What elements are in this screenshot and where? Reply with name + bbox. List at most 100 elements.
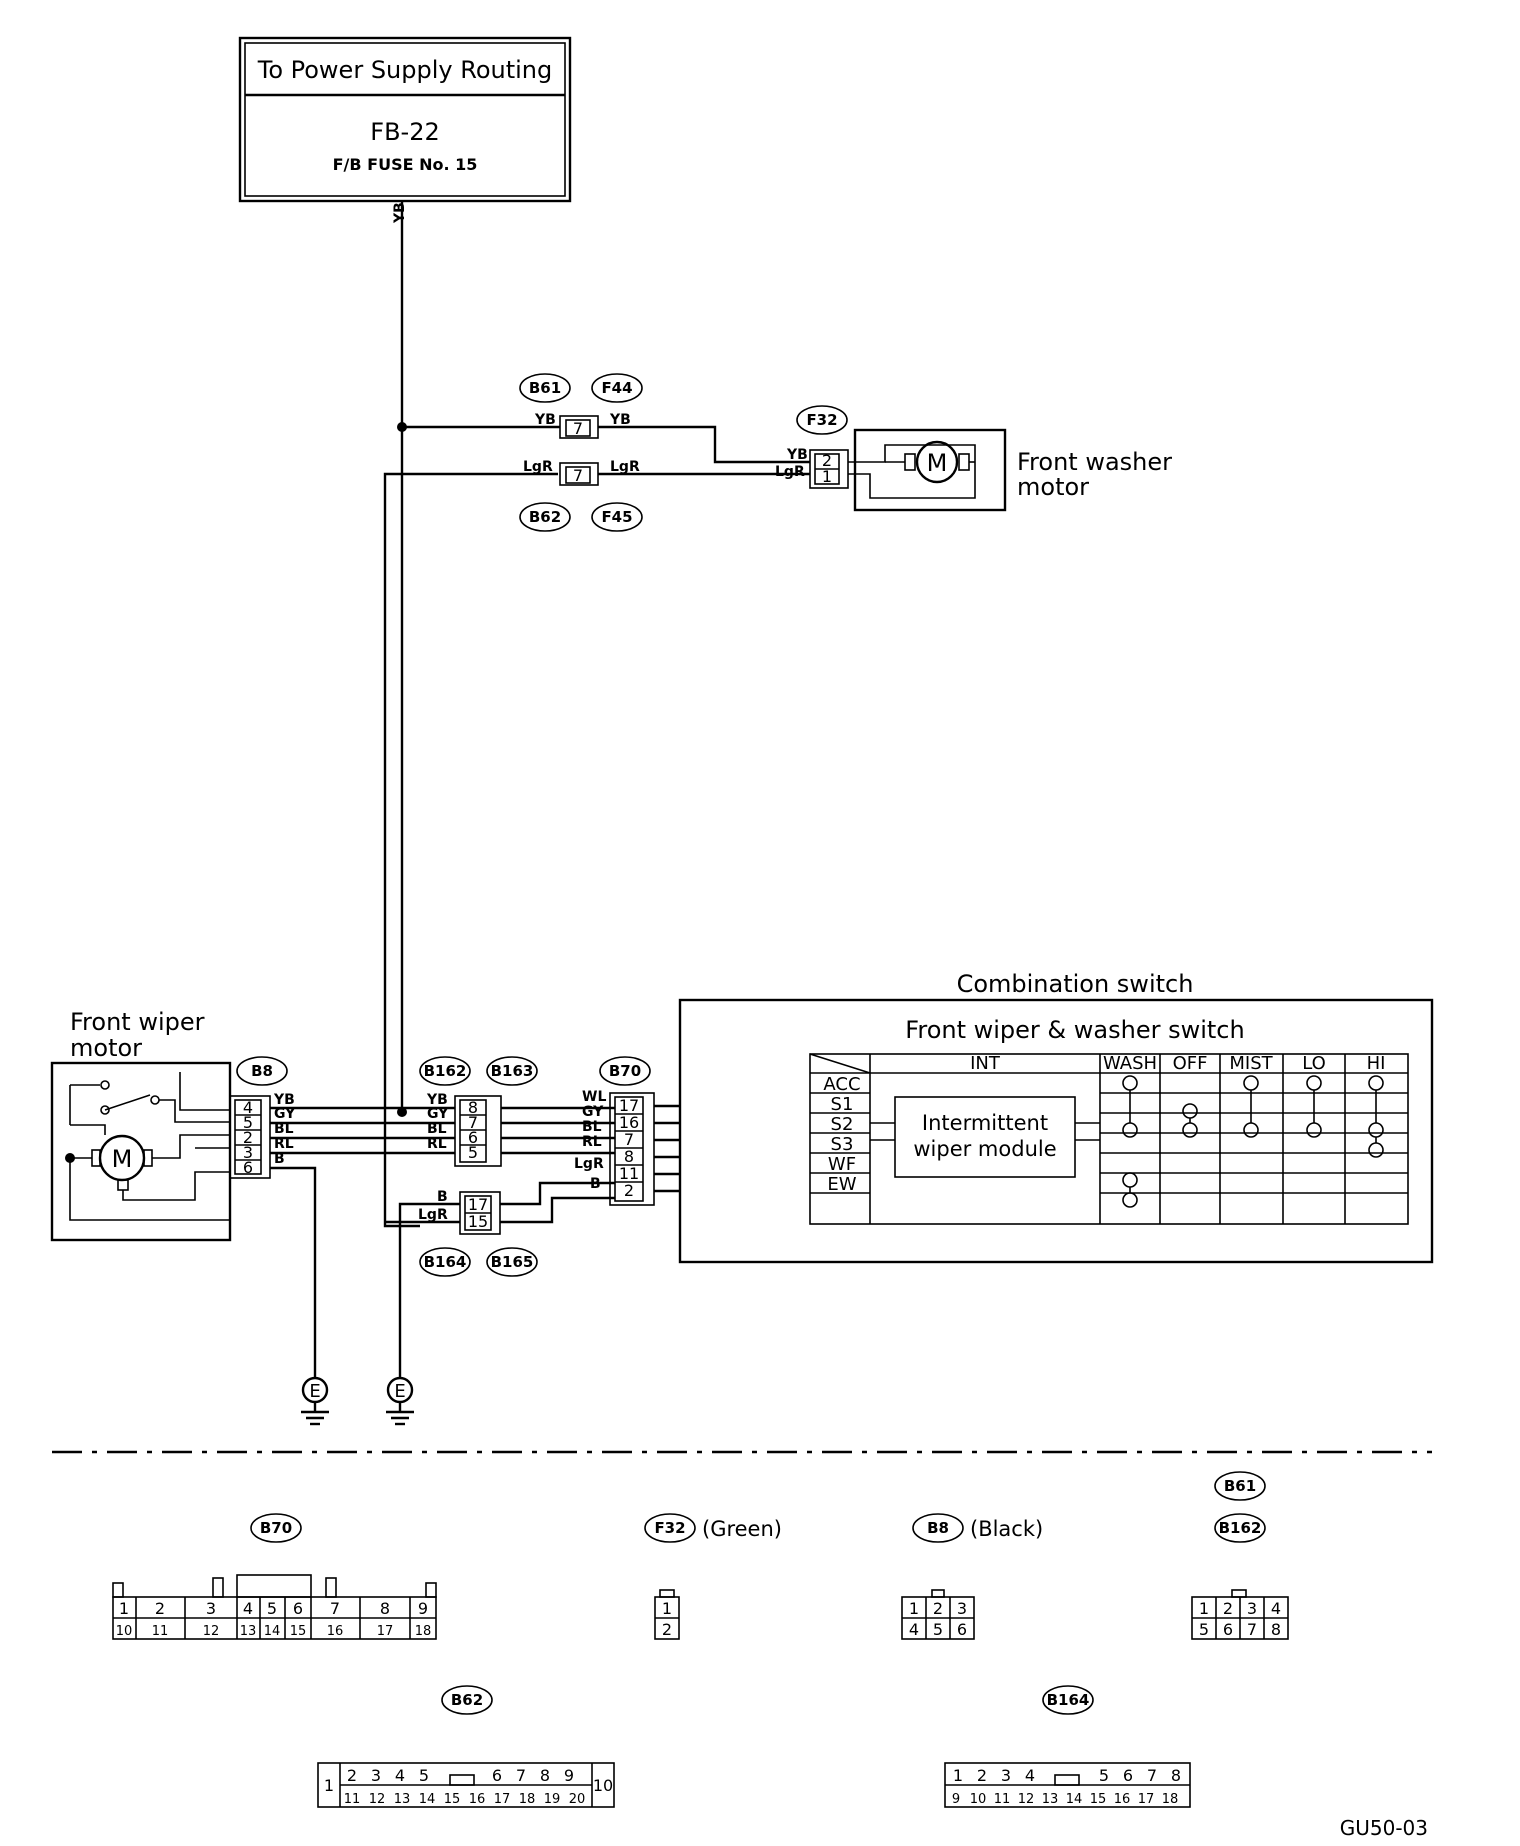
junction-b164-b165: 17 15 B LgR B164 B165 [418, 1189, 538, 1277]
module-label-2: wiper module [913, 1137, 1056, 1161]
connector-id-b8: B8 [927, 1519, 949, 1537]
motor-m-icon: M [112, 1145, 133, 1173]
b164-face-pin: 14 [1066, 1792, 1083, 1807]
ground-label: E [309, 1381, 320, 1402]
wire-label-lgr: LgR [775, 464, 805, 480]
b62-face-pin: 16 [469, 1792, 486, 1807]
switch-row-label: WF [828, 1154, 856, 1175]
b8-face-pin: 4 [909, 1620, 919, 1639]
b70-face-pin: 17 [377, 1624, 394, 1639]
b164-face-pin: 2 [977, 1766, 987, 1785]
wire-label-yb: YB [534, 412, 556, 428]
b62-face-pin: 8 [540, 1766, 550, 1785]
connector-id-b163: B163 [491, 1062, 534, 1080]
f32-face-pin: 2 [662, 1620, 672, 1639]
b162-pin: 7 [468, 1113, 478, 1132]
b70-pin: 16 [619, 1113, 639, 1132]
connector-id-b162: B162 [1219, 1519, 1262, 1537]
b62-face-pin: 2 [347, 1766, 357, 1785]
b162-face-pin: 3 [1247, 1599, 1257, 1618]
wire-label-yb: YB [273, 1092, 295, 1108]
wire-label-lgr: LgR [523, 459, 553, 475]
b8-pin: 2 [243, 1128, 253, 1147]
wire-label-b: B [590, 1176, 601, 1192]
figure-code: GU50-03 [1340, 1816, 1428, 1840]
b162-face-pin: 1 [1199, 1599, 1209, 1618]
switch-row-label: ACC [823, 1074, 860, 1095]
b62-face-pin: 12 [369, 1792, 386, 1807]
wire-label-gy: GY [274, 1106, 296, 1122]
f32-face-pin: 1 [662, 1599, 672, 1618]
wire-label-wl: WL [582, 1089, 606, 1105]
connector-id-b165: B165 [491, 1253, 534, 1271]
front-washer-motor: F32 2 1 YB LgR M Front washer motor [775, 405, 1172, 512]
connector-id-b8: B8 [251, 1062, 273, 1080]
b62-face-pin: 9 [564, 1766, 574, 1785]
b70-pin: 7 [624, 1130, 634, 1149]
wire-label-gy: GY [582, 1104, 604, 1120]
ground-label: E [394, 1381, 405, 1402]
connector-face-b164: B164 1 2 3 4 5 6 7 8 9 10 11 12 13 14 15… [944, 1685, 1191, 1808]
wiper-washer-switch-title: Front wiper & washer switch [905, 1016, 1244, 1044]
b164-face-pin: 12 [1018, 1792, 1035, 1807]
switch-contacts [1122, 1075, 1384, 1208]
b162-face-pin: 4 [1271, 1599, 1281, 1618]
b164-face-pin: 1 [953, 1766, 963, 1785]
b164-face-pin: 15 [1090, 1792, 1107, 1807]
b70-pin: 8 [624, 1147, 634, 1166]
wire-label-bl: BL [582, 1119, 602, 1135]
power-box-fuse: F/B FUSE No. 15 [333, 155, 478, 174]
connector-face-b62: B62 1 10 2 3 4 5 6 7 8 9 11 12 13 14 15 … [317, 1685, 615, 1808]
b62-face-pin: 13 [394, 1792, 411, 1807]
switch-col-header: HI [1367, 1053, 1386, 1074]
b62-face-pin: 18 [519, 1792, 536, 1807]
wire-label-bl: BL [274, 1121, 294, 1137]
junction-b62-f45: 7 LgR LgR B62 F45 [519, 459, 643, 532]
b70-face-pin: 14 [264, 1624, 281, 1639]
b62-face-pin: 5 [419, 1766, 429, 1785]
wire-label-yb-top: YB [392, 202, 408, 224]
ground-symbol: E [386, 1370, 414, 1426]
wire-label-yb: YB [786, 447, 808, 463]
connector-face-b61-b162: B61 B162 1 2 3 4 5 6 7 8 [1191, 1471, 1289, 1640]
b164-pin: 15 [468, 1212, 488, 1231]
b164-face-pin: 8 [1171, 1766, 1181, 1785]
wire-label-lgr: LgR [610, 459, 640, 475]
connector-face-b8: B8 (Black) 1 2 3 4 5 6 [901, 1513, 1043, 1640]
b164-face-pin: 9 [952, 1792, 960, 1807]
junction-b61-f44: B61 F44 7 YB YB [519, 373, 643, 439]
connector-face-f32: F32 (Green) 1 2 [644, 1513, 782, 1640]
switch-row-label: EW [827, 1174, 856, 1195]
b162-face-pin: 5 [1199, 1620, 1209, 1639]
switch-col-header: LO [1302, 1053, 1326, 1074]
b164-face-pin: 18 [1162, 1792, 1179, 1807]
b8-face-pin: 3 [957, 1599, 967, 1618]
b8-pin: 4 [243, 1098, 253, 1117]
b70-pin: 2 [624, 1181, 634, 1200]
pin-b61: 7 [573, 419, 583, 438]
power-supply-box: To Power Supply Routing FB-22 F/B FUSE N… [238, 36, 572, 203]
wire-label-rl: RL [582, 1134, 602, 1150]
b8-pin: 6 [243, 1158, 253, 1177]
washer-pin-1: 1 [822, 467, 832, 486]
b70-face-pin: 5 [267, 1599, 277, 1618]
switch-col-header: WASH [1103, 1053, 1157, 1074]
junction-b162-b163: B162 B163 8 7 6 5 YB GY BL RL [419, 1056, 538, 1167]
wire-label-bl: BL [427, 1121, 447, 1137]
connector-id-b61: B61 [529, 379, 561, 397]
wire-label-yb: YB [426, 1092, 448, 1108]
b70-pin: 17 [619, 1096, 639, 1115]
b8-face-pin: 2 [933, 1599, 943, 1618]
connector-id-b62: B62 [451, 1691, 483, 1709]
b62-face-pin: 1 [324, 1776, 334, 1795]
b162-pin: 5 [468, 1143, 478, 1162]
b164-face-pin: 7 [1147, 1766, 1157, 1785]
wire-label-b: B [274, 1151, 285, 1167]
connector-id-b162: B162 [424, 1062, 467, 1080]
b164-pin: 17 [468, 1195, 488, 1214]
connector-id-b70: B70 [609, 1062, 641, 1080]
b70-face-pin: 4 [243, 1599, 253, 1618]
b70-face-pin: 11 [152, 1624, 169, 1639]
washer-motor-label-2: motor [1017, 473, 1089, 501]
washer-pin-2: 2 [822, 451, 832, 470]
